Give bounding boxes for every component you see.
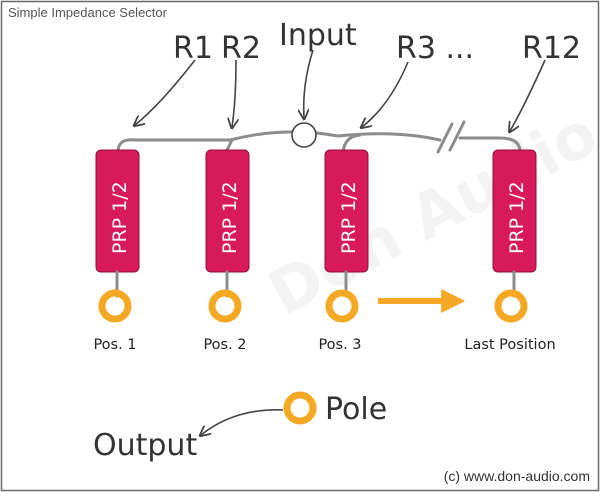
contact-pos-1 bbox=[98, 289, 132, 323]
r12-arrow bbox=[510, 59, 546, 131]
bus-break-mark-1 bbox=[436, 122, 454, 154]
contacts bbox=[98, 289, 528, 425]
resistor-r3-label: PRP 1/2 bbox=[338, 181, 360, 254]
position-label-1: Pos. 1 bbox=[93, 337, 136, 353]
resistor-r3: PRP 1/2 bbox=[324, 149, 369, 273]
contact-pos-2 bbox=[208, 289, 242, 323]
label-r12: R12 bbox=[522, 31, 581, 66]
diagram-title: Simple Impedance Selector bbox=[8, 5, 168, 20]
resistors: PRP 1/2 PRP 1/2 PRP 1/2 PRP 1/2 bbox=[95, 149, 537, 273]
position-label-2: Pos. 2 bbox=[203, 337, 246, 353]
callout-arrows bbox=[135, 49, 546, 435]
position-label-last: Last Position bbox=[464, 337, 555, 353]
label-r1: R1 bbox=[173, 31, 213, 66]
bus-wire-right bbox=[458, 136, 522, 154]
contact-last-position bbox=[494, 289, 528, 323]
bus-wire bbox=[116, 120, 522, 154]
bus-wire-left bbox=[116, 130, 442, 154]
label-r2: R2 bbox=[221, 31, 261, 66]
resistor-r1: PRP 1/2 bbox=[95, 149, 140, 273]
resistor-r1-label: PRP 1/2 bbox=[109, 181, 131, 254]
label-input: Input bbox=[279, 18, 357, 53]
r3-lead-top bbox=[341, 133, 362, 154]
resistor-r2-label: PRP 1/2 bbox=[219, 181, 241, 254]
contact-pole bbox=[283, 391, 317, 425]
bus-break-mark-2 bbox=[448, 120, 466, 152]
callout-labels: R1 R2 Input R3 ... R12 Pole Output bbox=[93, 18, 581, 463]
input-arrow bbox=[304, 49, 314, 118]
copyright: (c) www.don-audio.com bbox=[444, 468, 590, 484]
resistor-r12: PRP 1/2 bbox=[492, 149, 537, 273]
resistor-r12-label: PRP 1/2 bbox=[506, 181, 528, 254]
output-arrow bbox=[201, 409, 284, 435]
r1-arrow bbox=[135, 59, 196, 125]
label-pole: Pole bbox=[325, 392, 387, 427]
r2-arrow bbox=[232, 59, 236, 127]
contact-pos-3 bbox=[325, 289, 359, 323]
position-labels: Pos. 1 Pos. 2 Pos. 3 Last Position bbox=[93, 337, 555, 353]
label-output: Output bbox=[93, 428, 197, 463]
label-r3: R3 ... bbox=[396, 31, 474, 66]
resistor-r2: PRP 1/2 bbox=[205, 149, 250, 273]
r3-arrow bbox=[362, 61, 409, 127]
position-label-3: Pos. 3 bbox=[318, 337, 361, 353]
input-junction bbox=[291, 122, 317, 148]
